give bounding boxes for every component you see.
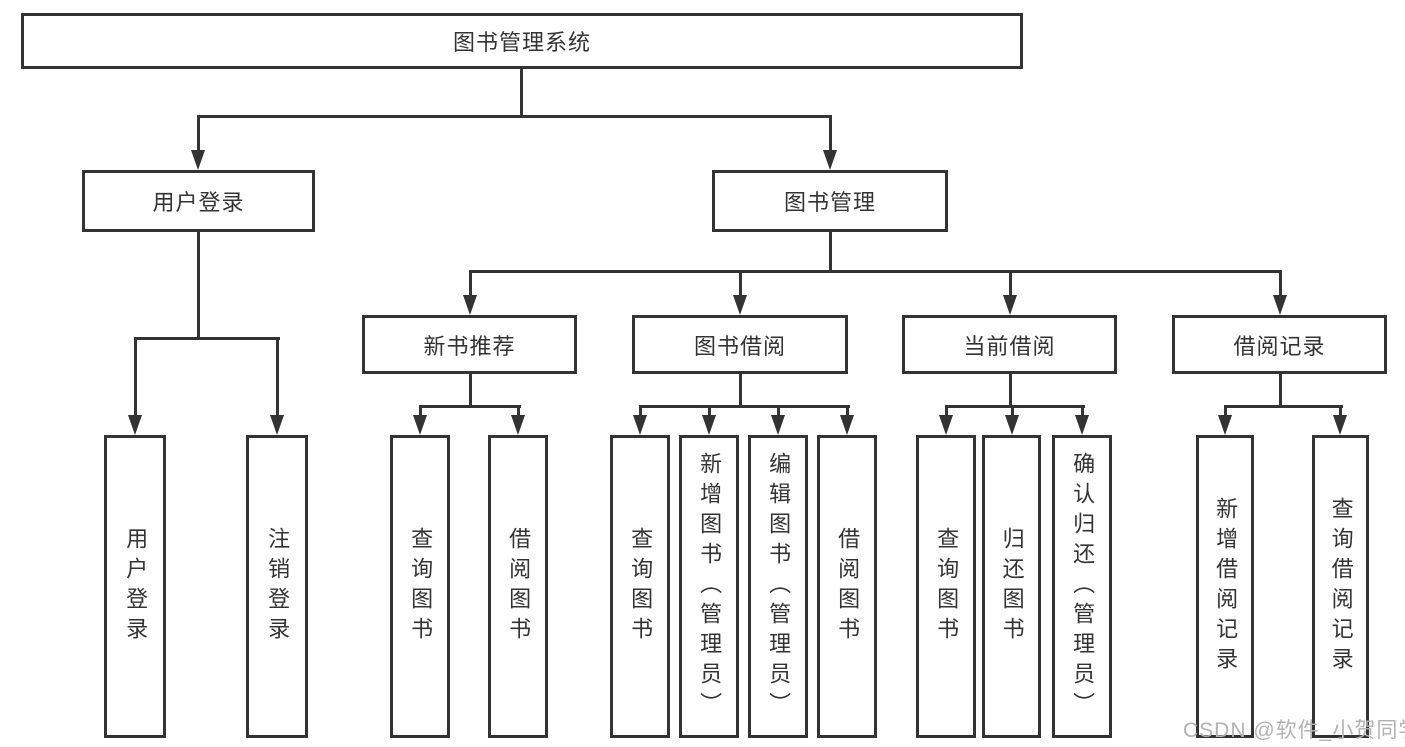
connector-line — [197, 231, 200, 340]
leaf-query-books-borrow-label: 查询图书 — [628, 526, 654, 647]
arrow-down-icon — [1005, 415, 1019, 435]
arrow-down-icon — [463, 295, 477, 315]
node-book-management-label: 图书管理 — [783, 190, 876, 215]
connector-line — [197, 115, 200, 152]
arrow-down-icon — [633, 415, 647, 435]
arrow-down-icon — [1075, 415, 1089, 435]
node-library-management-system-label: 图书管理系统 — [452, 30, 591, 55]
leaf-add-books-admin-label: 新增图书（管理员） — [697, 451, 723, 722]
arrow-down-icon — [840, 415, 854, 435]
connector-line — [1279, 270, 1282, 297]
arrow-down-icon — [771, 415, 785, 435]
arrow-down-icon — [939, 415, 953, 435]
connector-line — [777, 405, 780, 417]
leaf-edit-books-admin: 编辑图书（管理员） — [748, 435, 808, 738]
connector-line — [134, 337, 280, 340]
leaf-confirm-return-admin-label: 确认归还（管理员） — [1070, 451, 1096, 722]
arrow-down-icon — [511, 415, 525, 435]
connector-line — [1224, 405, 1227, 417]
connector-line — [1009, 270, 1012, 297]
leaf-user-login: 用户登录 — [104, 435, 166, 738]
leaf-logout-label: 注销登录 — [265, 526, 291, 647]
leaf-query-borrow-record: 查询借阅记录 — [1312, 435, 1369, 738]
node-book-management: 图书管理 — [712, 170, 948, 232]
leaf-query-books-current-label: 查询图书 — [934, 526, 960, 647]
node-new-book-recommendation: 新书推荐 — [362, 315, 577, 374]
leaf-borrow-books-recommend: 借阅图书 — [488, 435, 548, 738]
leaf-query-books-recommend-label: 查询图书 — [408, 526, 434, 647]
leaf-logout: 注销登录 — [246, 435, 308, 738]
connector-line — [945, 405, 1085, 408]
connector-line — [1224, 405, 1343, 408]
connector-line — [829, 115, 832, 152]
leaf-borrow-books-label: 借阅图书 — [835, 526, 861, 647]
connector-line — [829, 231, 832, 273]
arrow-down-icon — [733, 295, 747, 315]
leaf-add-borrow-record-label: 新增借阅记录 — [1213, 496, 1239, 677]
node-user-login: 用户登录 — [82, 170, 315, 232]
node-book-borrowing-label: 图书借阅 — [693, 333, 786, 359]
arrow-down-icon — [823, 150, 837, 170]
leaf-query-books-current: 查询图书 — [916, 435, 976, 738]
node-book-borrowing: 图书借阅 — [632, 315, 848, 374]
node-current-borrowing: 当前借阅 — [902, 315, 1117, 374]
leaf-query-books-borrow: 查询图书 — [610, 435, 670, 738]
leaf-add-books-admin: 新增图书（管理员） — [679, 435, 739, 738]
leaf-borrow-books: 借阅图书 — [817, 435, 877, 738]
connector-line — [469, 270, 1282, 273]
leaf-edit-books-admin-label: 编辑图书（管理员） — [766, 451, 792, 722]
arrow-down-icon — [191, 150, 205, 170]
connector-line — [1009, 373, 1012, 408]
connector-line — [1011, 405, 1014, 417]
leaf-user-login-label: 用户登录 — [123, 526, 149, 647]
arrow-down-icon — [1273, 295, 1287, 315]
arrow-down-icon — [270, 415, 284, 435]
node-library-management-system: 图书管理系统 — [21, 13, 1023, 69]
arrow-down-icon — [1218, 415, 1232, 435]
node-current-borrowing-label: 当前借阅 — [963, 333, 1056, 359]
node-user-login-label: 用户登录 — [152, 190, 245, 215]
connector-line — [739, 270, 742, 297]
arrow-down-icon — [1003, 295, 1017, 315]
watermark: CSDN @软件_小贺同学 — [1183, 719, 1405, 742]
leaf-return-books: 归还图书 — [982, 435, 1041, 738]
connector-line — [945, 405, 948, 417]
connector-line — [1081, 405, 1084, 417]
leaf-confirm-return-admin: 确认归还（管理员） — [1052, 435, 1112, 738]
connector-line — [419, 405, 422, 417]
node-borrowing-records: 借阅记录 — [1172, 315, 1387, 374]
node-borrowing-records-label: 借阅记录 — [1233, 333, 1326, 359]
leaf-query-borrow-record-label: 查询借阅记录 — [1328, 496, 1354, 677]
arrow-down-icon — [1333, 415, 1347, 435]
connector-line — [469, 270, 472, 297]
leaf-add-borrow-record: 新增借阅记录 — [1196, 435, 1254, 738]
connector-line — [1339, 405, 1342, 417]
node-new-book-recommendation-label: 新书推荐 — [423, 333, 516, 359]
connector-line — [639, 405, 642, 417]
connector-line — [1279, 373, 1282, 408]
arrow-down-icon — [702, 415, 716, 435]
leaf-borrow-books-recommend-label: 借阅图书 — [506, 526, 532, 647]
leaf-return-books-label: 归还图书 — [999, 526, 1025, 647]
connector-line — [639, 405, 850, 408]
connector-line — [469, 373, 472, 408]
connector-line — [419, 405, 521, 408]
connector-line — [134, 337, 137, 417]
connector-line — [846, 405, 849, 417]
arrow-down-icon — [413, 415, 427, 435]
arrow-down-icon — [128, 415, 142, 435]
connector-line — [276, 337, 279, 417]
connector-line — [520, 67, 523, 118]
connector-line — [197, 115, 832, 118]
connector-line — [708, 405, 711, 417]
connector-line — [517, 405, 520, 417]
connector-line — [739, 373, 742, 408]
leaf-query-books-recommend: 查询图书 — [390, 435, 450, 738]
